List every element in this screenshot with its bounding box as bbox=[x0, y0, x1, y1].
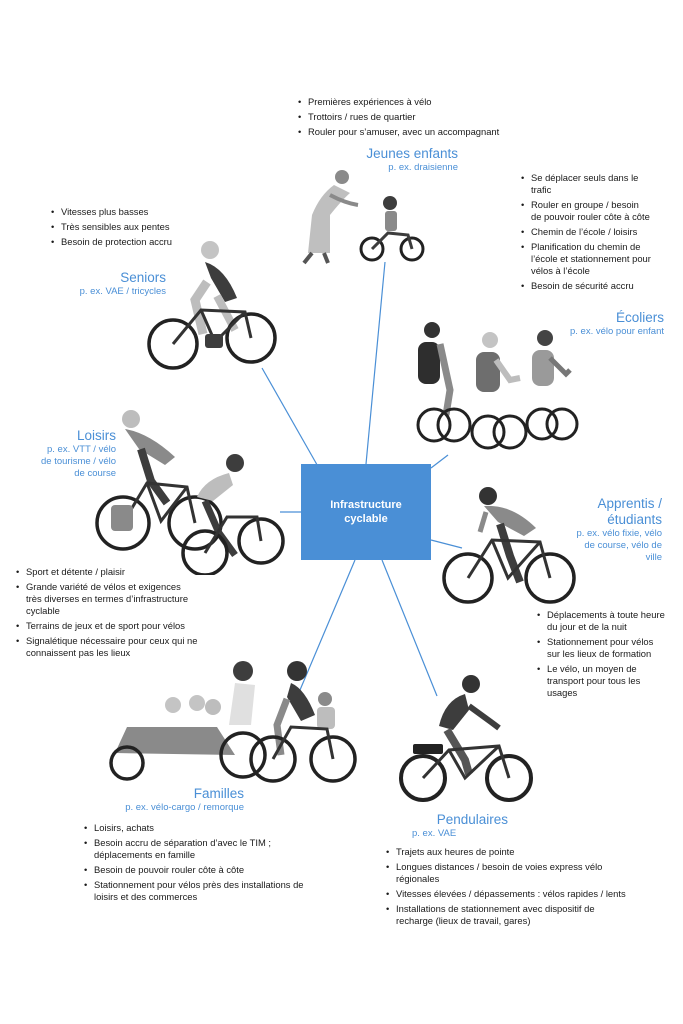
list-item: Déplacements à toute heure du jour et de… bbox=[537, 609, 667, 633]
jeunes-title: Jeunes enfants bbox=[366, 146, 458, 161]
jeunes-header: Jeunes enfants p. ex. draisienne bbox=[300, 146, 458, 174]
seniors-subtitle: p. ex. VAE / tricycles bbox=[79, 286, 166, 297]
list-item: Loisirs, achats bbox=[84, 822, 314, 834]
pendulaires-illustration bbox=[399, 675, 533, 802]
list-item: Installations de stationnement avec disp… bbox=[386, 903, 626, 927]
list-item: Rouler pour s’amuser, avec un accompagna… bbox=[298, 126, 558, 138]
jeunes-bullets: Premières expériences à vélo Trottoirs /… bbox=[298, 96, 558, 141]
connector-apprentis bbox=[430, 539, 463, 549]
list-item: Besoin de protection accru bbox=[51, 236, 211, 248]
list-item: Premières expériences à vélo bbox=[298, 96, 558, 108]
list-item: Besoin de pouvoir rouler côte à côte bbox=[84, 864, 314, 876]
list-item: Rouler en groupe / besoin de pouvoir rou… bbox=[521, 199, 651, 223]
connector-pendulaires bbox=[381, 559, 438, 697]
ecoliers-bullets: Se déplacer seuls dans le trafic Rouler … bbox=[521, 172, 651, 295]
list-item: Stationnement pour vélos près des instal… bbox=[84, 879, 314, 903]
loisirs-illustration bbox=[95, 410, 285, 575]
ecoliers-title: Écoliers bbox=[615, 310, 664, 325]
familles-header: Familles p. ex. vélo-cargo / remorque bbox=[96, 786, 244, 814]
pendulaires-title: Pendulaires bbox=[436, 812, 508, 827]
apprentis-subtitle: p. ex. vélo fixie, vélo de course, vélo … bbox=[576, 528, 662, 563]
connector-seniors bbox=[261, 367, 321, 471]
list-item: Chemin de l’école / loisirs bbox=[521, 226, 651, 238]
familles-subtitle: p. ex. vélo-cargo / remorque bbox=[125, 802, 244, 813]
list-item: Grande variété de vélos et exigences trè… bbox=[16, 581, 198, 617]
list-item: Longues distances / besoin de voies expr… bbox=[386, 861, 626, 885]
ecoliers-header: Écoliers p. ex. vélo pour enfant bbox=[530, 310, 664, 338]
list-item: Trottoirs / rues de quartier bbox=[298, 111, 558, 123]
apprentis-title: Apprentis / étudiants bbox=[597, 496, 662, 527]
apprentis-illustration bbox=[442, 487, 576, 604]
connector-jeunes bbox=[365, 261, 386, 465]
connector-familles bbox=[299, 559, 356, 691]
loisirs-subtitle: p. ex. VTT / vélo de tourisme / vélo de … bbox=[41, 444, 116, 479]
apprentis-header: Apprentis / étudiants p. ex. vélo fixie,… bbox=[540, 496, 662, 564]
pendulaires-header: Pendulaires p. ex. VAE bbox=[400, 812, 508, 840]
pendulaires-bullets: Trajets aux heures de pointe Longues dis… bbox=[386, 846, 626, 930]
familles-bullets: Loisirs, achats Besoin accru de séparati… bbox=[84, 822, 314, 906]
list-item: Vitesses plus basses bbox=[51, 206, 211, 218]
list-item: Besoin accru de séparation d’avec le TIM… bbox=[84, 837, 314, 861]
loisirs-header: Loisirs p. ex. VTT / vélo de tourisme / … bbox=[18, 428, 116, 480]
list-item: Signalétique nécessaire pour ceux qui ne… bbox=[16, 635, 198, 659]
list-item: Trajets aux heures de pointe bbox=[386, 846, 626, 858]
list-item: Stationnement pour vélos sur les lieux d… bbox=[537, 636, 667, 660]
seniors-header: Seniors p. ex. VAE / tricycles bbox=[40, 270, 166, 298]
list-item: Se déplacer seuls dans le trafic bbox=[521, 172, 651, 196]
loisirs-title: Loisirs bbox=[76, 428, 116, 443]
pendulaires-subtitle: p. ex. VAE bbox=[412, 828, 457, 839]
seniors-illustration bbox=[147, 241, 277, 370]
seniors-title: Seniors bbox=[120, 270, 166, 285]
familles-title: Familles bbox=[193, 786, 244, 801]
list-item: Très sensibles aux pentes bbox=[51, 221, 211, 233]
ecoliers-subtitle: p. ex. vélo pour enfant bbox=[569, 326, 664, 337]
list-item: Planification du chemin de l’école et st… bbox=[521, 241, 651, 277]
jeunes-illustration bbox=[302, 170, 425, 265]
list-item: Le vélo, un moyen de transport pour tous… bbox=[537, 663, 667, 699]
list-item: Vitesses élevées / dépassements : vélos … bbox=[386, 888, 626, 900]
center-label: Infrastructure cyclable bbox=[330, 499, 402, 525]
list-item: Sport et détente / plaisir bbox=[16, 566, 198, 578]
center-box: Infrastructure cyclable bbox=[301, 464, 431, 560]
list-item: Terrains de jeux et de sport pour vélos bbox=[16, 620, 198, 632]
seniors-bullets: Vitesses plus basses Très sensibles aux … bbox=[51, 206, 211, 251]
familles-illustration bbox=[109, 661, 357, 783]
ecoliers-illustration bbox=[416, 322, 579, 450]
jeunes-subtitle: p. ex. draisienne bbox=[388, 162, 458, 173]
loisirs-bullets: Sport et détente / plaisir Grande variét… bbox=[16, 566, 198, 662]
apprentis-bullets: Déplacements à toute heure du jour et de… bbox=[537, 609, 667, 702]
list-item: Besoin de sécurité accru bbox=[521, 280, 651, 292]
connector-ecoliers bbox=[430, 454, 449, 469]
